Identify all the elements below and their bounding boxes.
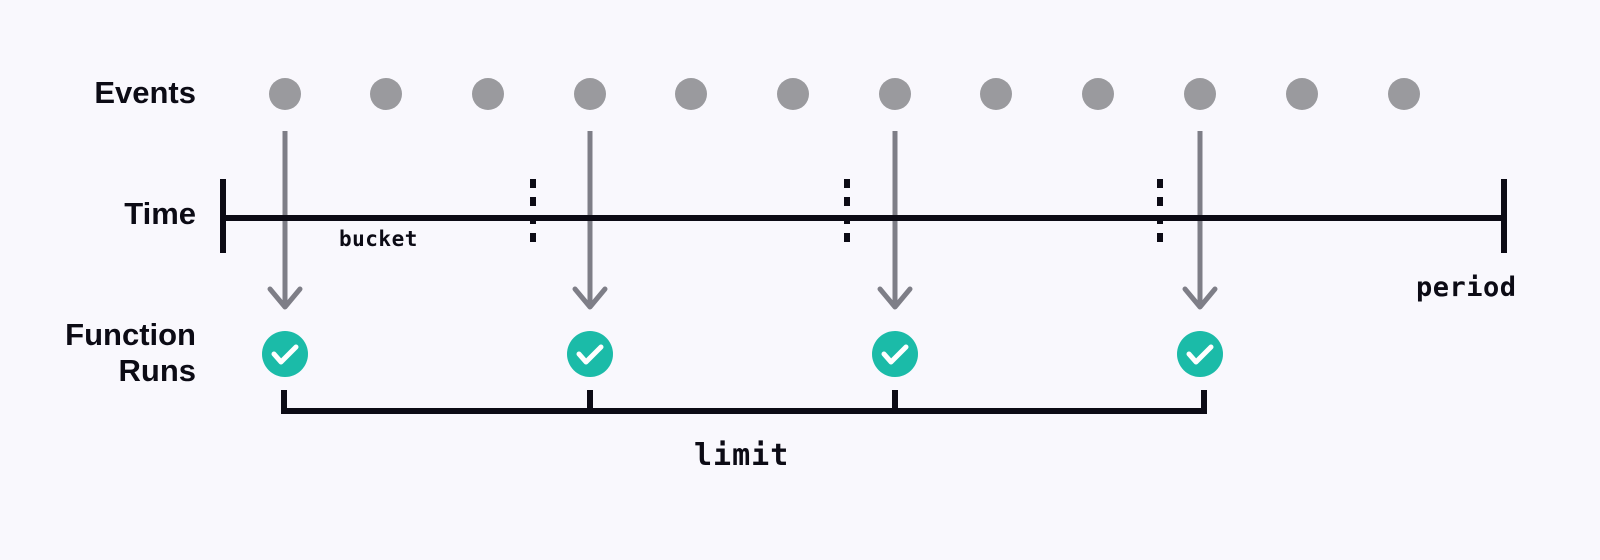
event-dot[interactable]	[370, 78, 402, 110]
time-axis	[220, 179, 1507, 253]
events-track	[269, 78, 1420, 110]
function-run-success[interactable]	[872, 331, 918, 377]
event-dot[interactable]	[1286, 78, 1318, 110]
row-label-time: Time	[124, 196, 196, 231]
limit-annotation-label: limit	[694, 438, 790, 473]
period-annotation-label: period	[1416, 272, 1517, 303]
function-runs-track	[262, 331, 1223, 377]
limit-bracket	[281, 390, 1207, 414]
check-icon	[881, 344, 909, 365]
event-dot[interactable]	[1388, 78, 1420, 110]
row-label-events: Events	[94, 75, 196, 110]
event-dot[interactable]	[1082, 78, 1114, 110]
event-dot[interactable]	[1184, 78, 1216, 110]
check-icon	[576, 344, 604, 365]
event-dot[interactable]	[675, 78, 707, 110]
event-dot[interactable]	[574, 78, 606, 110]
event-dot[interactable]	[777, 78, 809, 110]
event-dot[interactable]	[472, 78, 504, 110]
function-run-success[interactable]	[567, 331, 613, 377]
check-icon	[1186, 344, 1214, 365]
row-label-function-runs: Function Runs	[65, 317, 196, 388]
function-run-success[interactable]	[1177, 331, 1223, 377]
event-dot[interactable]	[269, 78, 301, 110]
event-dot[interactable]	[879, 78, 911, 110]
function-run-success[interactable]	[262, 331, 308, 377]
bucket-annotation-label: bucket	[339, 227, 418, 251]
event-dot[interactable]	[980, 78, 1012, 110]
check-icon	[271, 344, 299, 365]
bucket-dividers	[530, 179, 1163, 251]
